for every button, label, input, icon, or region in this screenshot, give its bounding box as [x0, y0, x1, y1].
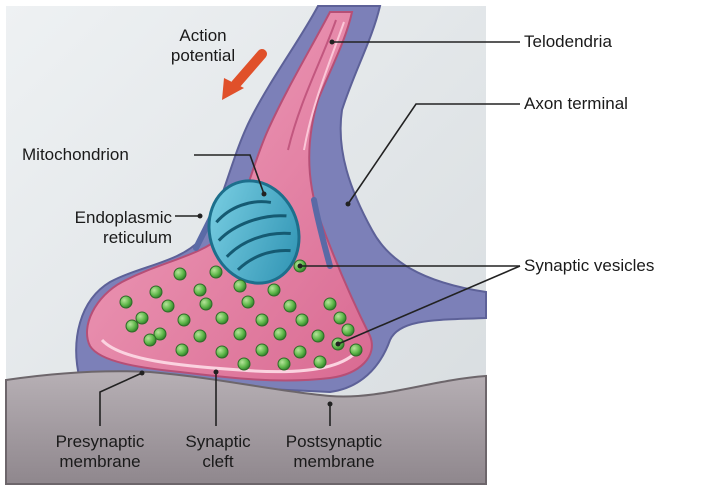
vesicle — [162, 300, 174, 312]
vesicle — [120, 296, 132, 308]
label-action-potential-line2: potential — [148, 46, 258, 66]
vesicle — [284, 300, 296, 312]
label-postsynaptic-line2: membrane — [274, 452, 394, 472]
label-action-potential: Action potential — [148, 26, 258, 66]
label-er-line1: Endoplasmic — [8, 208, 172, 228]
vesicle — [136, 312, 148, 324]
vesicle — [274, 328, 286, 340]
label-presynaptic-line2: membrane — [40, 452, 160, 472]
label-endoplasmic-reticulum: Endoplasmic reticulum — [8, 208, 172, 248]
vesicle — [194, 284, 206, 296]
vesicle — [126, 320, 138, 332]
vesicle — [150, 286, 162, 298]
label-er-line2: reticulum — [8, 228, 172, 248]
vesicle — [216, 312, 228, 324]
vesicle — [234, 280, 246, 292]
vesicle — [350, 344, 362, 356]
label-cleft-line2: cleft — [168, 452, 268, 472]
label-mitochondrion: Mitochondrion — [22, 145, 129, 165]
vesicle — [314, 356, 326, 368]
vesicle — [178, 314, 190, 326]
vesicle — [312, 330, 324, 342]
vesicle — [334, 312, 346, 324]
label-presynaptic-membrane: Presynaptic membrane — [40, 432, 160, 472]
label-axon-terminal: Axon terminal — [524, 94, 628, 114]
vesicle — [194, 330, 206, 342]
label-cleft-line1: Synaptic — [168, 432, 268, 452]
vesicle — [210, 266, 222, 278]
vesicle — [176, 344, 188, 356]
vesicle — [174, 268, 186, 280]
vesicle — [268, 284, 280, 296]
vesicle — [278, 358, 290, 370]
vesicle — [242, 296, 254, 308]
label-synaptic-cleft: Synaptic cleft — [168, 432, 268, 472]
vesicle — [294, 346, 306, 358]
vesicle — [238, 358, 250, 370]
label-postsynaptic-membrane: Postsynaptic membrane — [274, 432, 394, 472]
vesicle — [234, 328, 246, 340]
vesicle — [200, 298, 212, 310]
vesicle — [144, 334, 156, 346]
vesicle — [216, 346, 228, 358]
vesicle — [324, 298, 336, 310]
label-synaptic-vesicles: Synaptic vesicles — [524, 256, 654, 276]
label-action-potential-line1: Action — [148, 26, 258, 46]
vesicle — [256, 314, 268, 326]
label-telodendria: Telodendria — [524, 32, 612, 52]
label-presynaptic-line1: Presynaptic — [40, 432, 160, 452]
vesicle — [342, 324, 354, 336]
vesicle — [256, 344, 268, 356]
vesicle — [296, 314, 308, 326]
label-postsynaptic-line1: Postsynaptic — [274, 432, 394, 452]
